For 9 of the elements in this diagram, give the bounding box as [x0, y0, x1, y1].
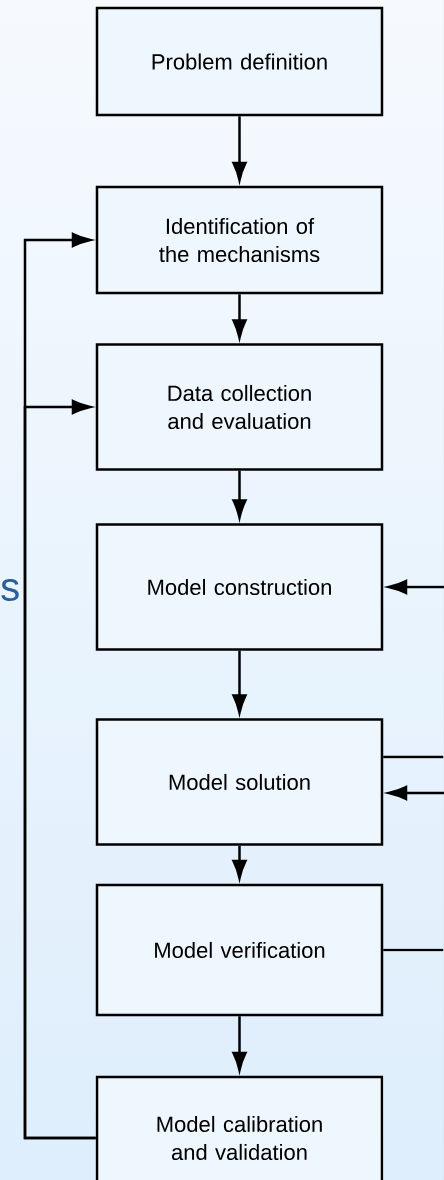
process-box: Identification of the mechanisms: [95, 185, 384, 295]
process-box: Model calibration and validation: [95, 1075, 384, 1180]
process-box: Model verification: [95, 883, 384, 1017]
process-box: Model construction: [95, 523, 384, 651]
side-text: s: [1, 579, 19, 601]
process-box: Model solution: [95, 718, 384, 846]
arrow: [23, 399, 96, 1140]
process-box: Problem definition: [95, 6, 384, 117]
process-box: Data collection and evaluation: [95, 343, 384, 471]
